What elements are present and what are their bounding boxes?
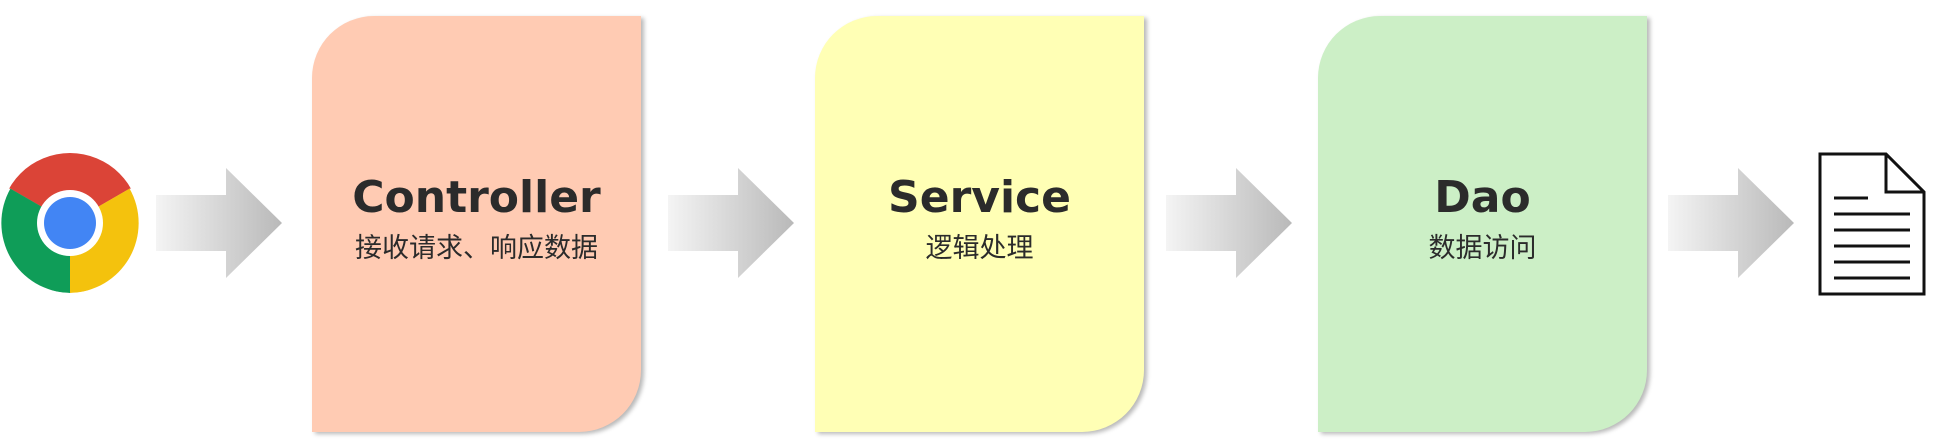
chrome-browser-icon <box>0 153 140 293</box>
dao-subtitle: 数据访问 <box>1428 233 1537 264</box>
arrow-right-icon <box>1166 168 1292 278</box>
dao-title: Dao <box>1434 172 1531 223</box>
controller-title: Controller <box>352 172 601 223</box>
controller-card: Controller 接收请求、响应数据 <box>312 16 641 432</box>
document-icon <box>1818 152 1926 296</box>
dao-card: Dao 数据访问 <box>1318 16 1647 432</box>
service-title: Service <box>888 172 1071 223</box>
arrow-right-icon <box>1668 168 1794 278</box>
arrow-right-icon <box>668 168 794 278</box>
arrow-right-icon <box>156 168 282 278</box>
controller-subtitle: 接收请求、响应数据 <box>355 233 598 264</box>
service-subtitle: 逻辑处理 <box>925 233 1034 264</box>
service-card: Service 逻辑处理 <box>815 16 1144 432</box>
